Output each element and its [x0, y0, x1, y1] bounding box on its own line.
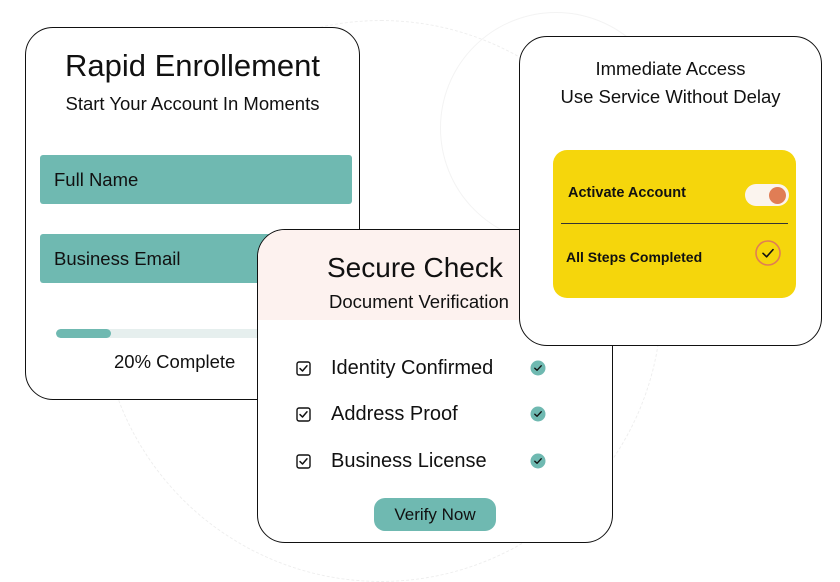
immediate-access-card: Immediate Access Use Service Without Del… — [519, 36, 822, 346]
completed-check-icon — [755, 240, 781, 266]
enrollment-title: Rapid Enrollement — [64, 48, 321, 83]
checkbox-checked-icon[interactable] — [296, 454, 311, 469]
toggle-knob — [769, 187, 786, 204]
all-steps-completed-label: All Steps Completed — [566, 249, 703, 265]
activate-account-toggle[interactable] — [745, 184, 789, 206]
access-title: Immediate Access — [595, 58, 746, 79]
full-name-field[interactable]: Full Name — [40, 155, 352, 204]
checklist-item-identity: Identity Confirmed — [296, 355, 556, 381]
enrollment-progress-label: 20% Complete — [114, 351, 236, 372]
enrollment-progress-bar — [56, 329, 332, 338]
checkbox-checked-icon[interactable] — [296, 361, 311, 376]
checklist-item-label: Address Proof — [331, 403, 458, 425]
business-email-field-label: Business Email — [54, 247, 181, 269]
full-name-field-label: Full Name — [54, 168, 139, 190]
checkbox-checked-icon[interactable] — [296, 407, 311, 422]
enrollment-progress-fill — [56, 329, 112, 338]
verified-check-icon — [530, 406, 546, 422]
activate-account-label: Activate Account — [568, 185, 686, 201]
panel-divider — [561, 223, 788, 224]
verified-check-icon — [530, 360, 546, 376]
enrollment-subtitle: Start Your Account In Moments — [65, 93, 320, 114]
verify-now-button[interactable]: Verify Now — [374, 498, 496, 531]
checklist-item-label: Business License — [331, 450, 487, 472]
checklist-item-label: Identity Confirmed — [331, 357, 494, 379]
secure-check-subtitle: Document Verification — [329, 291, 509, 312]
checklist-item-address: Address Proof — [296, 401, 556, 427]
secure-check-title: Secure Check — [327, 252, 503, 283]
checklist-item-license: Business License — [296, 448, 556, 474]
access-subtitle: Use Service Without Delay — [560, 86, 781, 107]
activation-panel: Activate Account All Steps Completed — [553, 150, 796, 298]
verified-check-icon — [530, 453, 546, 469]
